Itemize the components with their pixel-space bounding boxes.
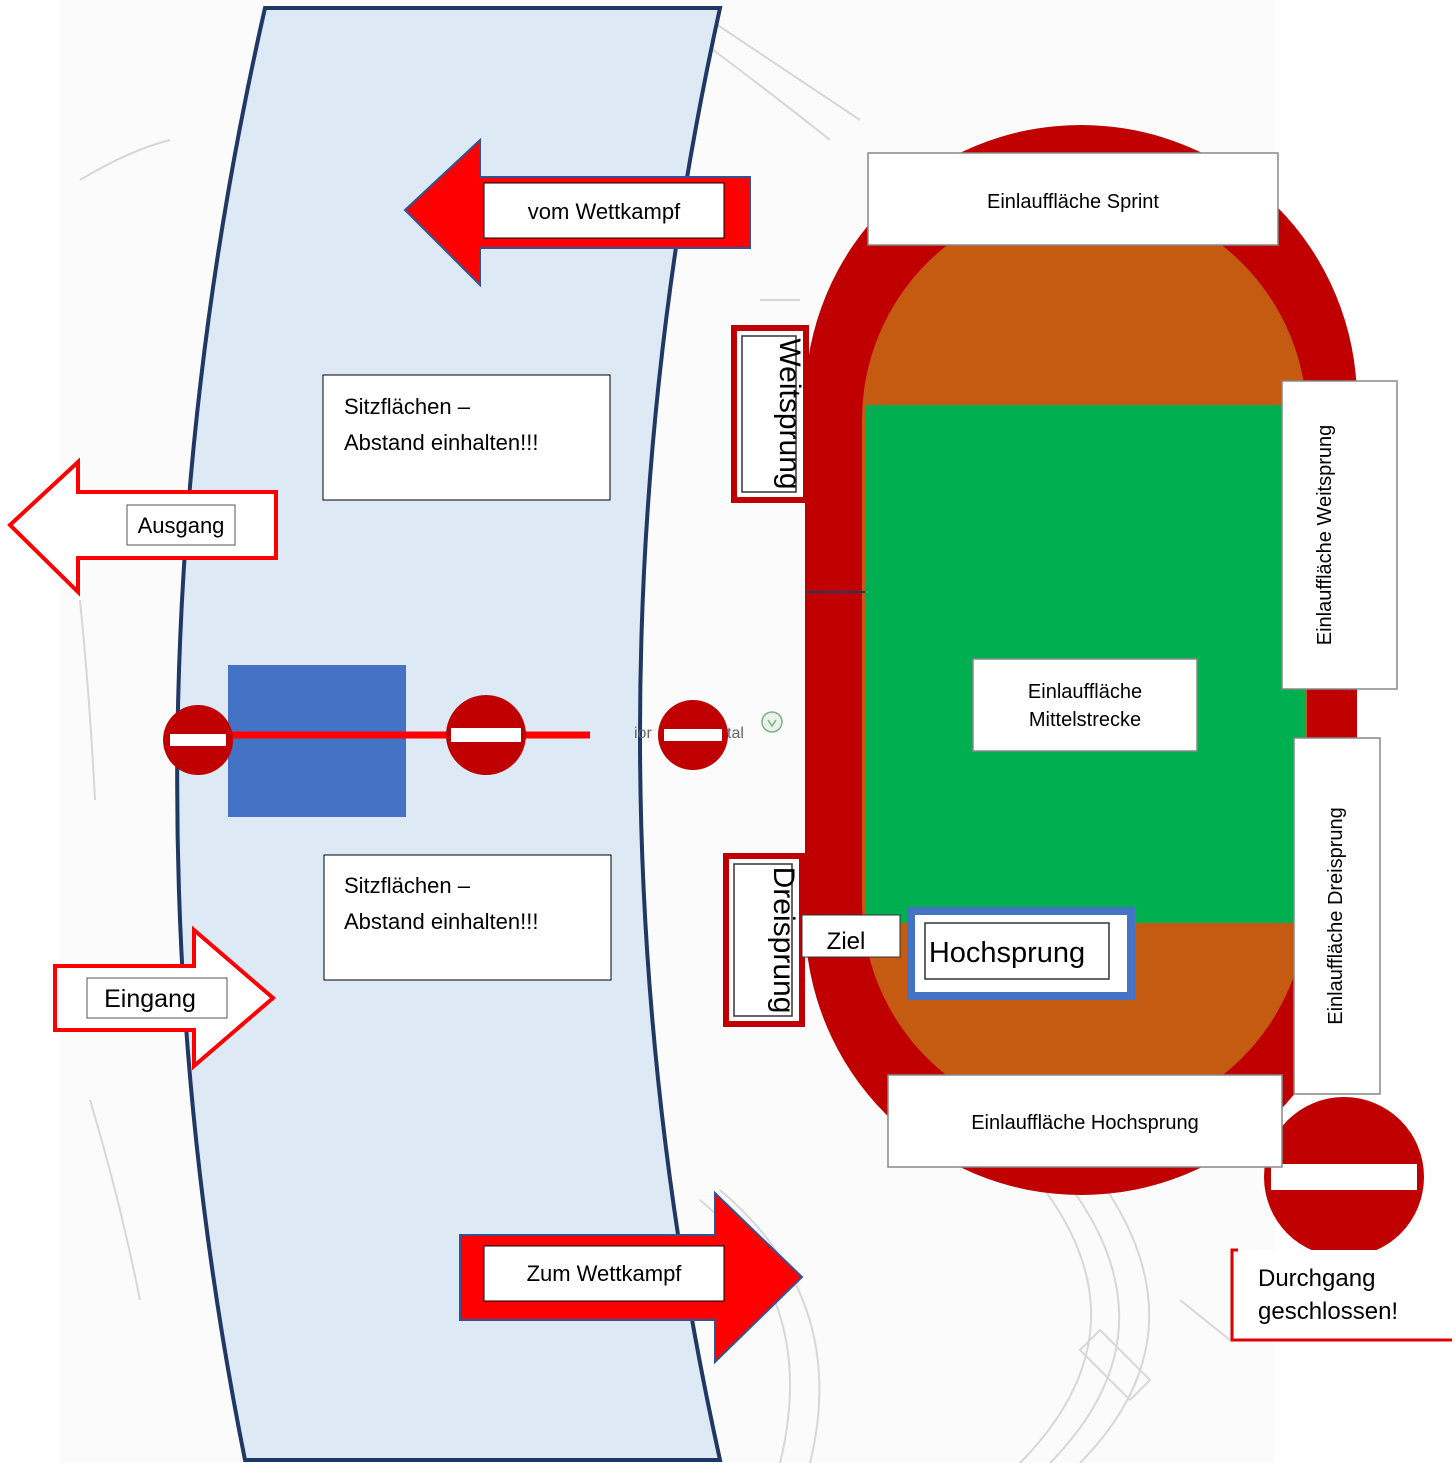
arrow-eingang: Eingang: [53, 925, 277, 1071]
warmup-dreisprung: Einlauffläche Dreisprung: [1293, 737, 1381, 1095]
closed-passage-line-1: Durchgang: [1258, 1265, 1375, 1292]
no-entry-sign-icon: [1264, 1097, 1424, 1257]
no-entry-sign-icon: [163, 705, 233, 775]
closed-passage-line-2: geschlossen!: [1258, 1298, 1398, 1325]
blue-block: [228, 665, 406, 817]
warmup-label-weitsprung: Einlauffläche Weitsprung: [1314, 425, 1336, 646]
warmup-sprint: Einlauffläche Sprint: [867, 152, 1279, 246]
arrow-ausgang: Ausgang: [7, 457, 278, 597]
warmup-label-hochsprung: Einlauffläche Hochsprung: [971, 1112, 1199, 1134]
station-ziel: Ziel: [801, 914, 901, 958]
station-dreisprung: Dreisprung: [723, 853, 805, 1027]
seating-note-upper: Sitzflächen – Abstand einhalten!!!: [322, 374, 611, 501]
map-label-fragment: ior tal: [634, 711, 783, 742]
warmup-hochsprung: Einlauffläche Hochsprung: [887, 1074, 1283, 1168]
warmup-weitsprung: Einlauffläche Weitsprung: [1281, 380, 1398, 690]
warmup-label-mittelstrecke-1: Einlauffläche: [1028, 681, 1142, 703]
seating-note-lower: Sitzflächen – Abstand einhalten!!!: [323, 854, 612, 981]
arrow-label-zum-wettkampf: Zum Wettkampf: [527, 1261, 683, 1286]
map-pin-icon: [761, 711, 783, 733]
station-label-ziel: Ziel: [827, 928, 866, 955]
seating-note-lower-line-1: Sitzflächen –: [344, 873, 471, 898]
no-entry-sign-icon: [658, 700, 728, 770]
station-weitsprung: Weitsprung: [731, 325, 809, 503]
svg-text:tal: tal: [727, 725, 744, 742]
station-hochsprung: Hochsprung: [907, 907, 1135, 1000]
station-label-weitsprung: Weitsprung: [773, 338, 806, 489]
warmup-label-dreisprung: Einlauffläche Dreisprung: [1325, 807, 1347, 1025]
warmup-mittelstrecke: Einlauffläche Mittelstrecke: [972, 658, 1198, 752]
warmup-label-mittelstrecke-2: Mittelstrecke: [1029, 709, 1141, 731]
seating-note-upper-line-2: Abstand einhalten!!!: [344, 430, 538, 455]
station-label-hochsprung: Hochsprung: [929, 937, 1085, 969]
closed-passage-notice: Durchgang geschlossen!: [1230, 1248, 1452, 1342]
arrow-zum-wettkampf: Zum Wettkampf: [459, 1190, 804, 1365]
no-entry-sign-icon: [446, 695, 526, 775]
arrow-vom-wettkampf: vom Wettkampf: [403, 137, 751, 288]
seating-note-lower-line-2: Abstand einhalten!!!: [344, 909, 538, 934]
seating-note-upper-line-1: Sitzflächen –: [344, 394, 471, 419]
arrow-label-ausgang: Ausgang: [138, 513, 225, 538]
arrow-label-eingang: Eingang: [104, 985, 196, 1013]
arrow-label-vom-wettkampf: vom Wettkampf: [528, 199, 681, 224]
station-label-dreisprung: Dreisprung: [767, 867, 800, 1014]
warmup-label-sprint: Einlauffläche Sprint: [987, 191, 1159, 213]
svg-text:ior: ior: [634, 725, 652, 742]
